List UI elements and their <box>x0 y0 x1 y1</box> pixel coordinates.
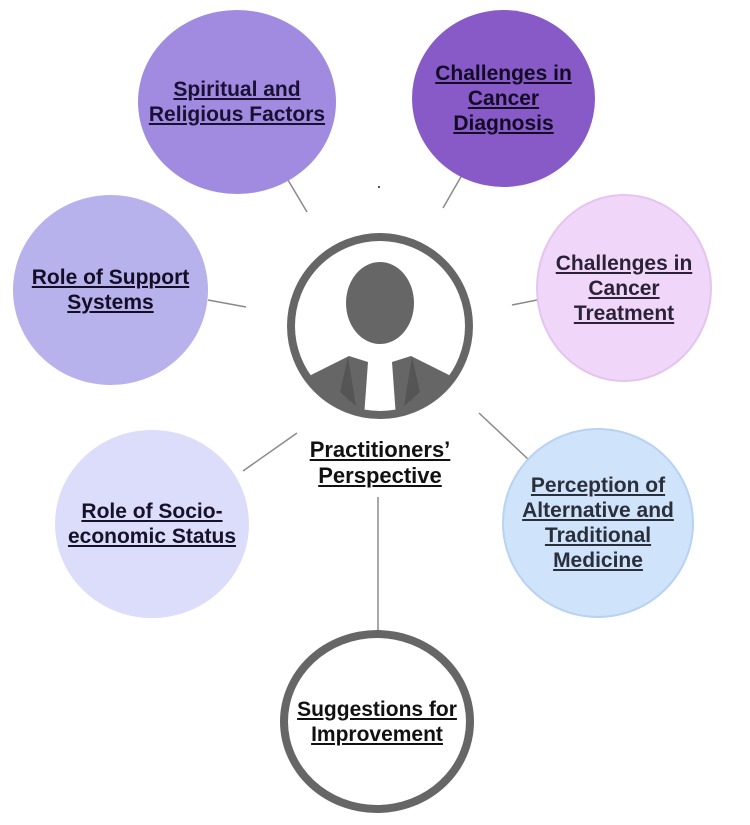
connector-perception <box>478 412 530 461</box>
node-support-systems: Role of Support Systems <box>13 195 208 385</box>
connector-socio <box>242 432 298 472</box>
node-challenges-diagnosis: Challenges in Cancer Diagnosis <box>412 10 595 187</box>
center-title: Practitioners’ Perspective <box>309 437 451 488</box>
node-label-perception: Perception of Alternative and Traditiona… <box>522 474 674 572</box>
node-label-socio: Role of Socio-economic Status <box>67 500 237 548</box>
node-label-treatment: Challenges in Cancer Treatment <box>555 251 693 325</box>
person-icon <box>287 233 473 419</box>
node-label-support: Role of Support Systems <box>31 266 190 314</box>
node-suggestions: Suggestions for Improvement <box>280 630 474 813</box>
node-challenges-treatment: Challenges in Cancer Treatment <box>536 194 712 382</box>
connector-diagnosis <box>442 174 463 209</box>
connector-support <box>207 299 247 308</box>
node-spiritual-religious-factors: Spiritual and Religious Factors <box>138 10 336 194</box>
stray-dot <box>378 186 380 188</box>
connector-spiritual <box>287 179 308 213</box>
person-icon-head <box>346 262 414 344</box>
person-icon-right-collar <box>404 357 420 406</box>
node-label-suggestions: Suggestions for Improvement <box>297 697 457 746</box>
node-label-diagnosis: Challenges in Cancer Diagnosis <box>435 62 572 135</box>
person-icon-left-collar <box>340 357 356 406</box>
node-alternative-medicine: Perception of Alternative and Traditiona… <box>502 428 694 618</box>
connector-treatment <box>511 299 538 306</box>
node-label-spiritual: Spiritual and Religious Factors <box>148 78 326 126</box>
node-socio-economic-status: Role of Socio-economic Status <box>55 430 249 618</box>
